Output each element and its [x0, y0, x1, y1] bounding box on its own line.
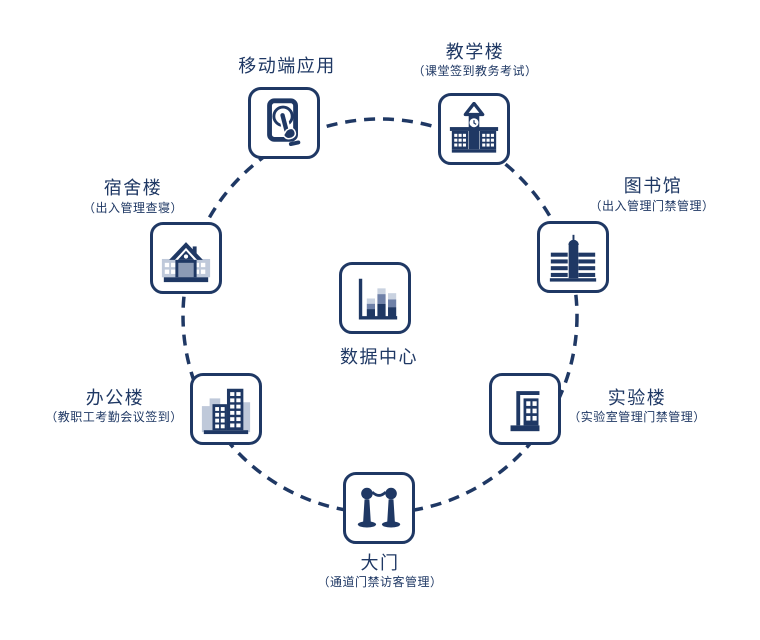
library-building-icon: [549, 234, 597, 282]
node-office-building-label: 办公楼: [85, 388, 145, 408]
node-office-building-box: [190, 373, 262, 445]
node-library-box: [537, 221, 609, 293]
stanchion-gate-icon: [357, 487, 401, 528]
tower-building-icon: [510, 391, 540, 432]
node-teaching-building-label: 教学楼: [445, 42, 505, 62]
dormitory-house-icon: [161, 242, 211, 283]
node-dormitory-subtitle: （出入管理查寝）: [82, 201, 184, 215]
node-teaching-building-subtitle: （课堂签到教务考试）: [412, 64, 538, 78]
node-mobile-app-label: 移动端应用: [238, 56, 336, 76]
node-data-center-box: [339, 262, 411, 334]
node-gate-subtitle: （通道门禁访客管理）: [317, 575, 443, 589]
node-gate-box: [343, 472, 415, 544]
office-buildings-icon: [201, 388, 251, 435]
node-office-building-subtitle: （教职工考勤会议签到）: [45, 410, 183, 424]
node-lab-building-label: 实验楼: [607, 388, 667, 408]
node-dormitory-label: 宿舍楼: [103, 178, 163, 198]
node-gate-label: 大门: [360, 553, 400, 573]
node-data-center-label: 数据中心: [340, 347, 418, 367]
node-library-subtitle: （出入管理门禁管理）: [589, 199, 715, 213]
node-mobile-app-box: [248, 87, 320, 159]
node-lab-building-box: [489, 373, 561, 445]
touch-tablet-icon: [267, 98, 301, 146]
node-teaching-building-box: [438, 93, 510, 165]
school-building-icon: [449, 102, 499, 153]
node-lab-building-subtitle: （实验室管理门禁管理）: [568, 410, 706, 424]
bar-chart-icon: [358, 278, 398, 320]
node-library-label: 图书馆: [623, 176, 683, 196]
node-dormitory-box: [150, 222, 222, 294]
